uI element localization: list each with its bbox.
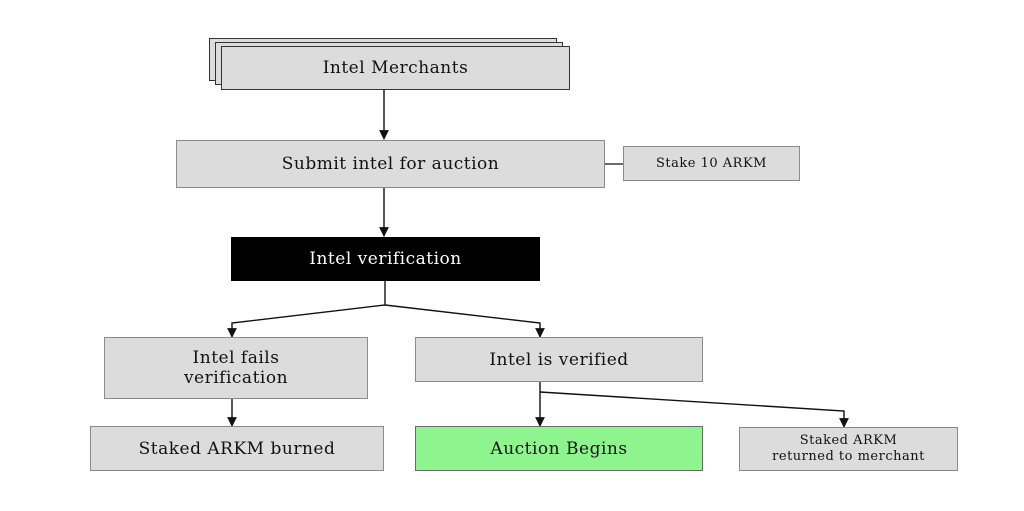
node-intel-verified-label: Intel is verified	[489, 349, 629, 370]
edge-verification-to-verified	[384, 304, 545, 338]
edge-verification-to-fails	[227, 281, 386, 338]
node-stake-arkm-label: Stake 10 ARKM	[656, 155, 767, 171]
node-intel-verified: Intel is verified	[415, 337, 703, 382]
node-submit-intel-label: Submit intel for auction	[281, 154, 500, 174]
edge-verified-to-returned	[539, 391, 849, 428]
node-auction-begins: Auction Begins	[415, 426, 703, 471]
node-intel-fails-line1: Intel fails	[192, 348, 280, 368]
node-submit-intel: Submit intel for auction	[176, 140, 605, 188]
node-intel-fails: Intel fails verification	[104, 337, 368, 399]
node-staked-arkm-returned-line1: Staked ARKM	[799, 433, 898, 448]
node-staked-arkm-returned: Staked ARKM returned to merchant	[739, 427, 958, 471]
node-intel-merchants: Intel Merchants	[221, 46, 570, 90]
node-intel-fails-line2: verification	[183, 368, 289, 388]
node-auction-begins-label: Auction Begins	[490, 438, 628, 459]
node-intel-verification-label: Intel verification	[309, 249, 462, 269]
node-stake-arkm: Stake 10 ARKM	[623, 146, 800, 181]
node-staked-arkm-burned-label: Staked ARKM burned	[138, 438, 336, 459]
node-staked-arkm-returned-line2: returned to merchant	[772, 449, 925, 464]
node-intel-merchants-label: Intel Merchants	[322, 58, 469, 78]
node-intel-verification: Intel verification	[231, 237, 540, 281]
node-staked-arkm-burned: Staked ARKM burned	[90, 426, 384, 471]
